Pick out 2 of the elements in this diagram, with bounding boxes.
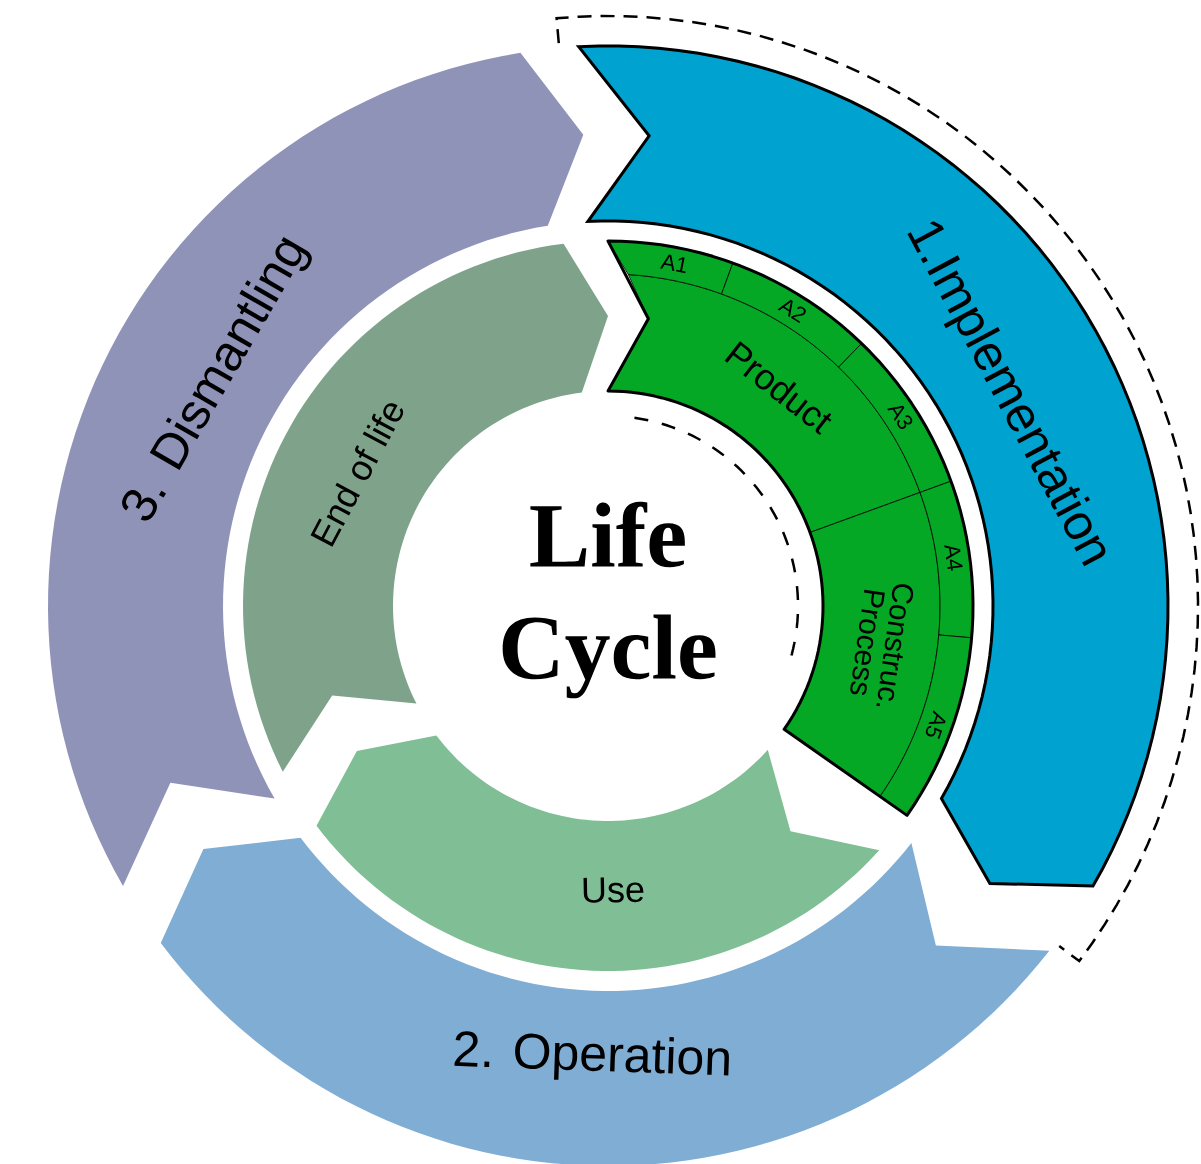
arrow-segment: Use — [316, 735, 880, 971]
sector-cell: A1 — [607, 240, 734, 295]
